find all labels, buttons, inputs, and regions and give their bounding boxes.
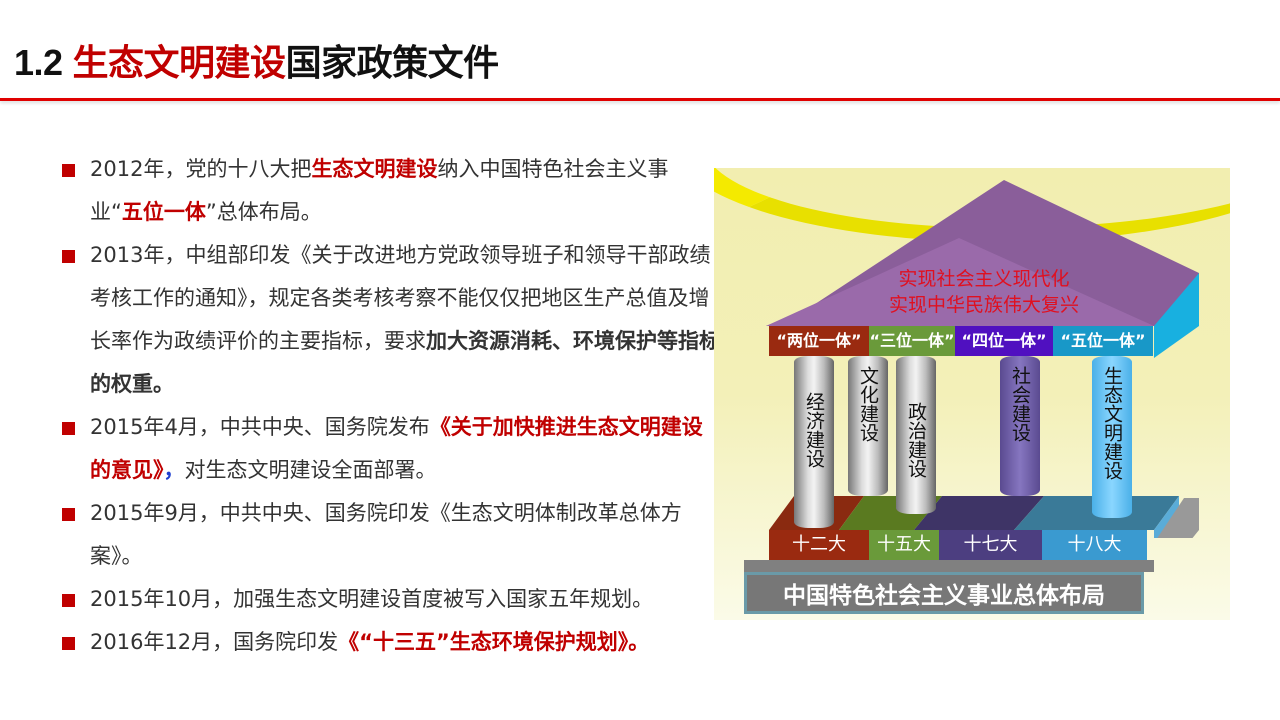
pillar-political: 政治建设: [896, 356, 936, 514]
bullet-text-segment: 加大资源消耗、环境保护等指标的权重。: [90, 329, 720, 396]
policy-list: 2012年，党的十八大把生态文明建设纳入中国特色社会主义事业“五位一体”总体布局…: [60, 148, 720, 664]
title-highlight: 生态文明建设: [72, 43, 287, 84]
five-in-one-diagram: 实现社会主义现代化 实现中华民族伟大复兴 “两位一体” “三位一体” “四位一体…: [714, 168, 1230, 620]
bullet-square-icon: [62, 594, 75, 607]
label-five-in-one: “五位一体”: [1053, 326, 1153, 356]
section-number: 1.2: [14, 42, 63, 83]
stage-labels: “两位一体” “三位一体” “四位一体” “五位一体”: [769, 326, 1153, 356]
bullet-text-segment: 《“十三五”生态环境保护规划》。: [338, 630, 650, 654]
bullet-text-segment: 2013年，中组部印发《关于改进地方党政领导班子和领导干部政绩考核工作的通知》，…: [90, 243, 711, 353]
motto-line-2: 实现中华民族伟大复兴: [888, 294, 1079, 316]
bullet-text-segment: 2015年10月，加强生态文明建设首度被写入国家五年规划。: [90, 587, 654, 611]
base-caption: 中国特色社会主义事业总体布局: [744, 572, 1144, 614]
label-three-in-one: “三位一体”: [869, 326, 955, 356]
bullet-text-segment: 2016年12月，国务院印发: [90, 630, 339, 654]
bullet-square-icon: [62, 508, 75, 521]
bullet-text-segment: 2015年4月，中共中央、国务院发布: [90, 415, 430, 439]
era-12th: 十二大: [769, 530, 869, 560]
list-item: 2015年4月，中共中央、国务院发布《关于加快推进生态文明建设的意见》，对生态文…: [60, 406, 720, 492]
bullet-text-segment: 五位一体: [121, 200, 206, 224]
bullet-square-icon: [62, 637, 75, 650]
bullet-text-segment: 生态文明建设: [311, 157, 438, 181]
list-item: 2012年，党的十八大把生态文明建设纳入中国特色社会主义事业“五位一体”总体布局…: [60, 148, 720, 234]
list-item: 2013年，中组部印发《关于改进地方党政领导班子和领导干部政绩考核工作的通知》，…: [60, 234, 720, 406]
base-platform: [769, 496, 1199, 538]
bullet-text-segment: 《关于加快推进生态文明建设的意见》: [90, 415, 703, 482]
roof-shape: [766, 180, 1199, 358]
roof-motto: 实现社会主义现代化 实现中华民族伟大复兴: [854, 266, 1114, 318]
label-four-in-one: “四位一体”: [955, 326, 1053, 356]
bullet-text-segment: 对生态文明建设全面部署。: [184, 458, 437, 482]
title-rest: 国家政策文件: [285, 43, 500, 84]
pillar-economic: 经济建设: [794, 356, 834, 528]
list-item: 2016年12月，国务院印发《“十三五”生态环境保护规划》。: [60, 621, 720, 664]
bullet-text-segment: 纳入中国特色社会主义事业“: [90, 157, 669, 224]
base-ledge: [744, 560, 1154, 572]
bullet-text-segment: ”总体布局。: [205, 200, 322, 224]
list-item: 2015年10月，加强生态文明建设首度被写入国家五年规划。: [60, 578, 720, 621]
pillar-social: 社会建设: [1000, 356, 1040, 496]
era-17th: 十七大: [939, 530, 1042, 560]
bullet-square-icon: [62, 422, 75, 435]
era-18th: 十八大: [1042, 530, 1147, 560]
list-item: 2015年9月，中共中央、国务院印发《生态文明体制改革总体方案》。: [60, 492, 720, 578]
label-two-in-one: “两位一体”: [769, 326, 869, 356]
pillar-cultural: 文化建设: [848, 356, 888, 496]
pillar-ecological: 生态文明建设: [1092, 356, 1132, 518]
bullet-square-icon: [62, 250, 75, 263]
motto-line-1: 实现社会主义现代化: [898, 268, 1070, 290]
era-15th: 十五大: [869, 530, 939, 560]
bullet-text-segment: 2015年9月，中共中央、国务院印发《生态文明体制改革总体方案》。: [90, 501, 682, 568]
header-divider: [0, 98, 1280, 101]
bullet-text-segment: ，: [163, 458, 185, 482]
bullet-square-icon: [62, 164, 75, 177]
bullet-text-segment: 2012年，党的十八大把: [90, 157, 312, 181]
